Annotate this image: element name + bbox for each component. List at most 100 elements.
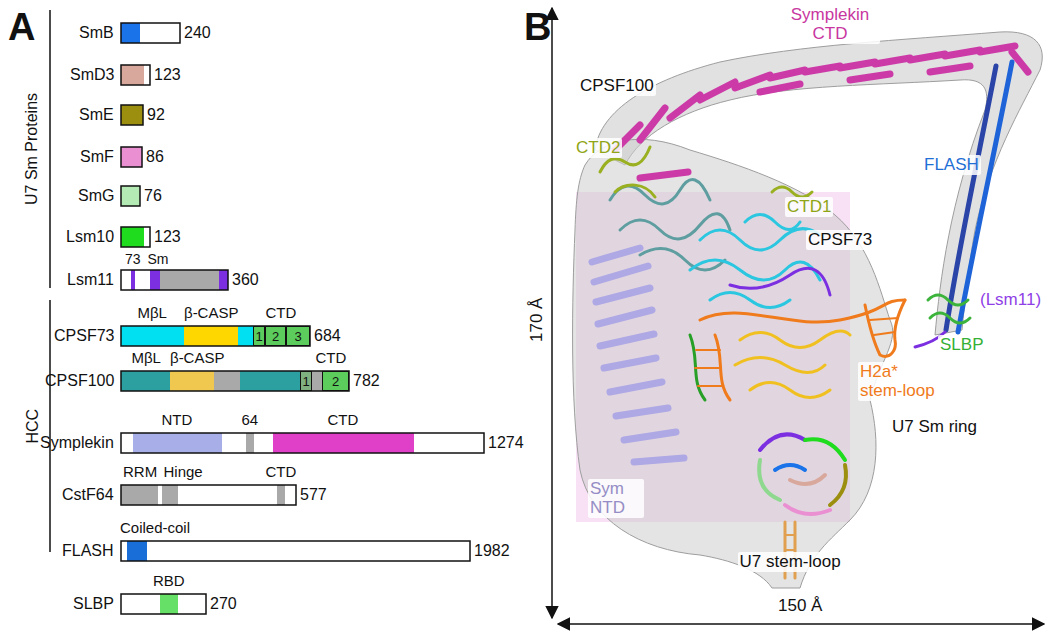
domain-label: β-CASP <box>184 304 238 321</box>
symplekin-helix <box>840 62 875 68</box>
label-anchor: Symplekin CTD <box>780 5 880 44</box>
protein-ribbon <box>600 147 970 398</box>
dimension-label: 170 Å <box>527 298 547 342</box>
domain-bar <box>131 270 135 290</box>
sm-ring-ribbon <box>790 475 825 484</box>
domain-bar <box>121 23 140 43</box>
protein-name: Lsm10 <box>66 228 114 246</box>
label-anchor: Sm <box>148 251 169 267</box>
sym-ntd-helix <box>596 288 650 302</box>
group-bracket <box>49 10 51 288</box>
label-anchor: (Lsm11) <box>978 290 1043 310</box>
label-anchor: Coiled-coil <box>120 519 190 536</box>
protein-name: SmF <box>80 148 114 166</box>
domain-bar <box>121 65 150 85</box>
domain-bar <box>121 326 184 346</box>
label-anchor: 270 <box>210 595 237 613</box>
protein-ribbon <box>730 268 830 295</box>
label-anchor: 577 <box>300 486 327 504</box>
structure-label: CPSF73 <box>806 230 874 250</box>
label-anchor: U7 Sm Proteins <box>23 93 41 205</box>
rna-strand <box>785 549 795 551</box>
panel-letter: B <box>524 6 551 50</box>
length-number: 92 <box>147 106 165 124</box>
label-anchor: NTD <box>162 411 193 428</box>
domain-bar <box>121 433 484 453</box>
label-anchor: U7 Sm ring <box>890 417 979 437</box>
protein-ribbon <box>610 180 710 204</box>
label-anchor: SLBP <box>938 335 985 355</box>
label-anchor: CstF64 <box>62 486 114 504</box>
symplekin-helix <box>805 66 840 72</box>
structure-label: U7 stem-loop <box>738 552 843 572</box>
protein-name: SmD3 <box>70 66 114 84</box>
rna-strand <box>700 300 905 322</box>
label-anchor: β-CASP <box>184 304 238 321</box>
protein-ribbon <box>750 383 830 398</box>
domain-bar <box>150 270 160 290</box>
label-anchor: 73 <box>125 251 141 267</box>
label-anchor: 684 <box>314 327 341 345</box>
label-anchor: 360 <box>232 271 259 289</box>
symplekin-helix <box>760 84 800 92</box>
sym-ntd-helix <box>592 248 640 262</box>
density-map <box>573 32 1043 588</box>
label-anchor: CPSF100 <box>578 76 656 96</box>
sym-ntd-helix <box>592 248 684 462</box>
domain-bar <box>121 594 206 614</box>
protein-name: FLASH <box>62 542 114 560</box>
structure-label: FLASH <box>922 155 981 175</box>
length-number: 76 <box>144 187 162 205</box>
length-number: 577 <box>300 486 327 504</box>
domain-label: CTD <box>328 411 359 428</box>
structure-label: U7 Sm ring <box>890 417 979 437</box>
sm-ring-ribbon <box>775 465 805 470</box>
label-anchor: CTD <box>316 349 347 366</box>
structure-label: H2a* stem-loop <box>858 362 946 401</box>
length-number: 1274 <box>488 434 524 452</box>
label-anchor: 123 <box>154 66 181 84</box>
label-anchor: CPSF73 <box>806 230 874 250</box>
domain-bar <box>121 371 349 391</box>
group-label: HCC <box>23 409 41 444</box>
domain-label: CTD <box>266 304 297 321</box>
symplekin-helix <box>615 46 1028 178</box>
rna-strand <box>690 300 905 578</box>
sm-ring-ribbon <box>760 434 805 450</box>
domain-bar <box>273 433 414 453</box>
sm-ring-ribbon <box>759 434 846 514</box>
domain-bar <box>121 147 142 167</box>
domain-bar <box>312 371 322 391</box>
segment-number: 2 <box>272 330 279 343</box>
label-anchor: Lsm10 <box>66 228 114 246</box>
protein-ribbon <box>930 313 970 323</box>
domain-label: NTD <box>162 411 193 428</box>
protein-ribbon <box>740 331 850 348</box>
length-number: 684 <box>314 327 341 345</box>
sym-ntd-helix <box>598 310 652 324</box>
label-anchor: HCC <box>23 409 41 444</box>
protein-ribbon <box>735 358 825 373</box>
label-anchor: 170 Å <box>527 298 547 342</box>
group-bracket <box>49 10 51 552</box>
domain-bar <box>121 23 180 43</box>
label-anchor: FLASH <box>922 155 981 175</box>
sym-ntd-helix <box>610 382 662 392</box>
domain-bar <box>121 326 310 346</box>
label-anchor: CTD <box>266 304 297 321</box>
rna-strand <box>785 534 795 536</box>
label-anchor: SLBP <box>73 595 114 613</box>
domain-segment: 1 <box>253 326 265 346</box>
rna-strand <box>695 367 719 369</box>
segment-number: 1 <box>302 375 309 388</box>
protein-ribbon <box>700 229 820 250</box>
label-anchor: 1274 <box>488 434 524 452</box>
label-anchor: Hinge <box>164 463 203 480</box>
density-map <box>573 139 893 588</box>
sm-ring-ribbon <box>785 505 830 514</box>
label-anchor: CTD1 <box>785 197 833 217</box>
protein-name: SmG <box>78 187 114 205</box>
length-number: 360 <box>232 271 259 289</box>
label-anchor: CTD <box>266 463 297 480</box>
